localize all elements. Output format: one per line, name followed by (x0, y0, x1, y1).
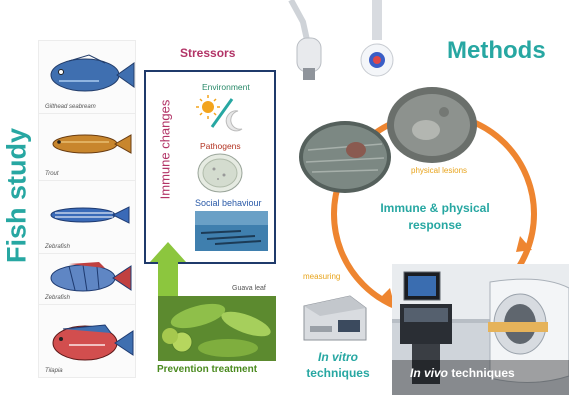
probe-instruments-image (288, 0, 394, 80)
skin-lesion-photo-2 (387, 87, 477, 163)
in-vivo-techniques-label: In vivo techniques (410, 366, 515, 380)
fish-label: Trout (45, 171, 59, 177)
mri-scanner-photo (392, 264, 569, 395)
immune-physical-response-label: Immune & physical response (365, 200, 505, 234)
response-line-1: Immune & physical (380, 201, 490, 215)
tilapia-fish-image (52, 324, 134, 361)
skin-lesion-photo-1 (299, 121, 391, 193)
fish-label: Gilthead seabream (45, 104, 96, 110)
social-behaviour-label: Social behaviour (195, 198, 262, 208)
guava-leaf-image (158, 296, 276, 361)
in-vivo-italic: In vivo (410, 366, 449, 380)
measuring-label: measuring (303, 272, 341, 281)
methods-title: Methods (447, 37, 546, 64)
in-vitro-techniques-label: In vitro techniques (302, 349, 374, 381)
arrow-up-shaft (158, 259, 178, 303)
fish-card-tilapia: Tilapia (38, 304, 136, 378)
environment-label: Environment (202, 82, 250, 92)
stressors-title: Stressors (180, 46, 236, 60)
fish-card-trout: Trout (38, 113, 136, 181)
fish-label: Zebrafish (45, 295, 71, 301)
spectrophotometer-image (303, 295, 367, 341)
fish-study-title: Fish study (1, 128, 32, 264)
seabream-fish-image (50, 54, 135, 92)
fish-label: Zebrafish (45, 244, 71, 250)
in-vitro-italic: In vitro (317, 350, 358, 364)
fish-card-seabream: Gilthead seabream (38, 40, 136, 114)
sun-moon-icon (196, 95, 243, 132)
prevention-treatment-label: Prevention treatment (157, 364, 258, 375)
arrow-up-icon (150, 242, 186, 262)
fish-label: Tilapia (45, 368, 63, 374)
fish-card-zebrafish-2: Zebrafish (38, 253, 136, 305)
response-line-2: response (408, 218, 462, 232)
zebrafish-image (50, 206, 130, 224)
immune-changes-box (144, 70, 276, 264)
petri-dish-icon (197, 153, 243, 193)
fish-card-zebrafish: Zebrafish (38, 180, 136, 254)
guava-leaf-label: Guava leaf (232, 285, 266, 292)
trout-fish-image (52, 134, 132, 154)
in-vivo-rest: techniques (448, 366, 515, 380)
striped-fish-image (50, 262, 132, 292)
immune-changes-label: Immune changes (157, 99, 173, 200)
physical-lesions-label: physical lesions (411, 166, 468, 175)
fish-school-image (195, 211, 268, 251)
pathogens-label: Pathogens (200, 141, 241, 151)
in-vitro-rest: techniques (306, 366, 370, 380)
